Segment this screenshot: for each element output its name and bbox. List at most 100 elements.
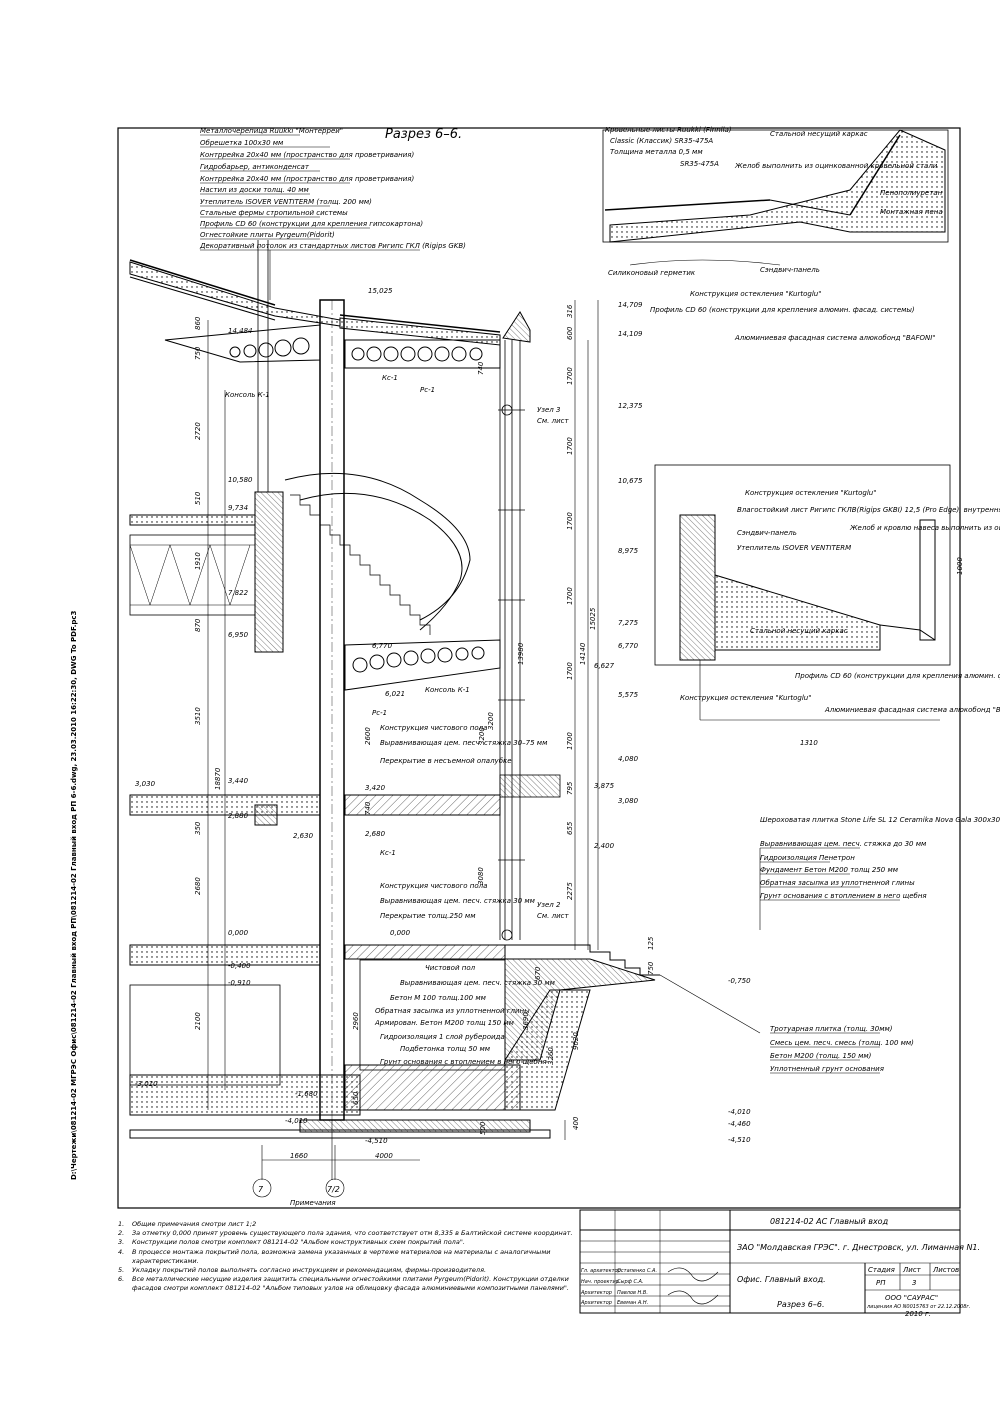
floor-layer: Чистовой пол — [425, 964, 476, 972]
dimension-label: 500 — [479, 1121, 487, 1135]
dimension-label: 13980 — [517, 642, 525, 665]
roof-layer: Профиль CD 60 (конструкции для крепления… — [200, 220, 423, 228]
dimension-label: 1700 — [566, 662, 574, 680]
stage-label: Стадия — [868, 1266, 895, 1274]
note-item: 4. В процессе монтажа покрытий пола, возм… — [118, 1248, 578, 1266]
dimension-label: 2600 — [364, 727, 372, 745]
detail-label: Пенополиуретан — [880, 189, 943, 197]
elevation-mark: 7,822 — [228, 589, 249, 597]
floor-layer: Подбетонка толщ 50 мм — [400, 1045, 491, 1053]
elevation-mark: -0,910 — [228, 979, 251, 987]
dimension-label: 655 — [566, 821, 574, 835]
note-item: 1.Общие примечания смотри лист 1;2 — [118, 1220, 578, 1229]
right-dimension-chain — [564, 300, 599, 1140]
elevation-mark: 6,770 — [372, 642, 393, 650]
note-text: В процессе монтажа покрытий пола, возмож… — [132, 1247, 551, 1265]
axis-label: 7 — [258, 1185, 264, 1194]
roof-layer: Декоративный потолок из стандартных лист… — [199, 242, 466, 250]
dimension-label: 1700 — [566, 437, 574, 455]
dimension-label: 2275 — [566, 882, 574, 900]
elevation-mark: 3,030 — [135, 780, 156, 788]
note-text: Все металлические несущие изделия защити… — [132, 1275, 569, 1293]
callouts: Консоль К-1 Консоль К-1 Кс-1 Рс-1 Рс-1 К… — [225, 374, 569, 920]
dimension-label: 9020 — [572, 1032, 580, 1050]
floor-layers-middle: Конструкция чистового пола Выравнивающая… — [380, 882, 536, 920]
porch-layer: Обратная засыпка из уплотненной глины — [760, 879, 915, 887]
roof-layer: Обрешетка 100х30 мм — [200, 139, 284, 147]
floor-layer: Бетон М 100 толщ.100 мм — [390, 994, 487, 1002]
dimension-label: 3080 — [477, 867, 485, 885]
dimension-label: 3260 — [547, 1047, 555, 1065]
floor-layer: Грунт основания с втоплением в него щебн… — [380, 1058, 547, 1066]
elevations-left: 14,484 10,580 9,734 7,822 6,950 3,030 3,… — [135, 327, 388, 1145]
elevation-mark: 7,275 — [618, 619, 639, 627]
dimension-label: 1700 — [566, 732, 574, 750]
roof-layer: Огнестойкие плиты Pyrgeum(Pidorit) — [200, 231, 335, 239]
dimension-label: 740 — [477, 361, 485, 375]
elevation-mark: 8,975 — [618, 547, 639, 555]
pavement-layer: Бетон М200 (толщ. 150 мм) — [770, 1052, 872, 1060]
detail-label: Сэндвич-панель — [760, 266, 820, 274]
elevation-mark: 3,080 — [618, 797, 639, 805]
callout-label: Узел 3 — [537, 406, 560, 414]
elevations-center: 15,025 6,770 6,021 3,420 2,630 2,680 0,0… — [293, 287, 411, 937]
dimension-label: 1700 — [566, 512, 574, 530]
dimension-label: 870 — [194, 618, 202, 632]
left-dimension-chain — [207, 320, 226, 1110]
elevation-mark: -3,010 — [135, 1080, 158, 1088]
general-notes: 1.Общие примечания смотри лист 1;2 2.За … — [118, 1220, 578, 1294]
basement — [129, 959, 591, 1139]
elevation-mark: 14,109 — [618, 330, 643, 338]
company-name: ООО "САУРАС" — [885, 1294, 938, 1302]
section-title: Разрез 6–6. — [385, 127, 462, 142]
note-number: 5. — [118, 1266, 125, 1275]
elevation-mark: 6,950 — [228, 631, 249, 639]
dimension-label: 3690 — [522, 1012, 530, 1030]
elevation-mark: -0,400 — [228, 962, 251, 970]
floor-layer: Гидроизоляция 1 слой рубероида — [380, 1033, 505, 1041]
dimension-label: 3200 — [478, 727, 486, 745]
dimension-label: 3510 — [194, 707, 202, 725]
floor-layer: Обратная засыпка из уплотненной глины — [375, 1007, 530, 1015]
elevation-mark: 2,880 — [228, 812, 249, 820]
axis-label: 7/2 — [327, 1185, 340, 1194]
mid-dimension-labels: 740 3200 740 3080 2960 3690 3260 9020 75… — [352, 361, 655, 1130]
dimension-label: 600 — [566, 326, 574, 340]
detail-label: Желоб выполнить из оцинкованной кровельн… — [734, 162, 938, 170]
detail-canopy-node — [654, 464, 951, 721]
detail-label: Желоб и кровлю навеса выполнить из оцинк… — [849, 524, 1000, 532]
note-number: 1. — [118, 1220, 125, 1228]
callout-label: См. лист — [537, 912, 569, 920]
detail-label: Конструкция остекления "Kurtoglu" — [745, 489, 876, 497]
person: Павлов Н.В. — [617, 1290, 648, 1296]
note-item: 5.Укладку покрытий полов выполнять согла… — [118, 1266, 578, 1275]
sheet-label: Лист — [902, 1266, 922, 1274]
callout-label: Узел 2 — [537, 901, 561, 909]
floor-layers-upper: Конструкция чистового пола Выравнивающая… — [380, 724, 548, 765]
dimension-label: 18870 — [214, 767, 222, 790]
elevation-mark: -4,010 — [728, 1108, 751, 1116]
elevation-mark: -1,680 — [295, 1090, 318, 1098]
porch-layer: Выравнивающая цем. песч. стяжка до 30 мм — [760, 840, 927, 848]
elevation-mark: -4,510 — [365, 1137, 388, 1145]
floor-layer: Выравнивающая цем. песч. стяжка 30 мм — [400, 979, 556, 987]
roof-layer: Контррейка 20х40 мм (пространство для пр… — [200, 151, 414, 159]
detail-label: Профиль CD 60 (конструкции для крепления… — [795, 672, 1000, 680]
elevation-mark: -4,010 — [285, 1117, 308, 1125]
elevation-mark: 9,734 — [228, 504, 248, 512]
central-column — [319, 299, 345, 1180]
dimension-label: 1660 — [290, 1152, 308, 1160]
license-info: лицензия АО N0015763 от 22.12.2008г. — [866, 1304, 971, 1310]
detail-label: SR35-475A — [680, 160, 719, 168]
dimension-label: 1910 — [194, 552, 202, 570]
roof-right — [339, 311, 531, 346]
callout-label: Кс-1 — [382, 374, 398, 382]
dimension-label: 860 — [194, 316, 202, 330]
dimension-label: 2960 — [352, 1012, 360, 1030]
left-floor-slabs — [129, 514, 256, 616]
elevation-mark: 0,000 — [390, 929, 411, 937]
note-number: 4. — [118, 1247, 125, 1256]
note-item: 2.За отметку 0,000 принят уровень сущест… — [118, 1229, 578, 1238]
elevation-mark: -4,510 — [728, 1136, 751, 1144]
